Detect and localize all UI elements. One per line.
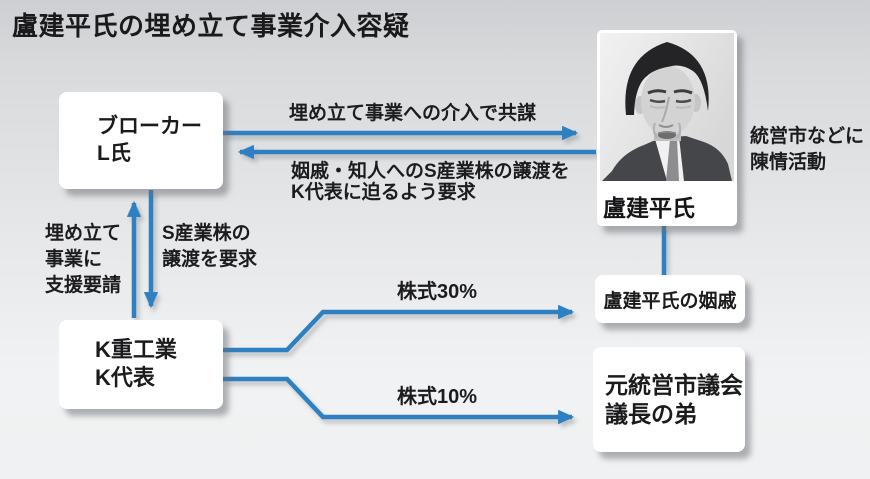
brother-box-line1: 元統営市議会 <box>605 371 743 398</box>
label-support-line2: 事業に <box>45 249 103 270</box>
relative-box-label: 盧建平氏の姻戚 <box>603 290 737 312</box>
ex-council-brother-box: 元統営市議会 議長の弟 <box>593 347 745 452</box>
k-box-label-line2: K代表 <box>95 365 155 390</box>
broker-label-line2: L氏 <box>97 142 131 165</box>
portrait-card: 盧建平氏 <box>597 30 737 226</box>
label-demand-line2: K代表に迫るよう要求 <box>291 182 476 203</box>
brother-box-line2: 議長の弟 <box>605 400 697 427</box>
label-support-request: 埋め立て 事業に 支援要請 <box>45 221 121 299</box>
broker-box: ブローカー L氏 <box>59 92 223 189</box>
label-demand-transfer: 姻戚・知人へのS産業株の譲渡を K代表に迫るよう要求 <box>291 161 570 203</box>
label-petition-activity: 統営市などに 陳情活動 <box>750 124 864 176</box>
label-stock-30: 株式30% <box>396 281 478 303</box>
k-box-label-line1: K重工業 <box>95 337 177 362</box>
portrait-photo <box>600 33 734 181</box>
label-share-demand: S産業株の 譲渡を要求 <box>162 221 257 273</box>
label-share-demand-line1: S産業株の <box>162 223 251 244</box>
broker-label-line1: ブローカー <box>97 115 202 138</box>
label-support-line1: 埋め立て <box>45 223 122 244</box>
label-petition-line2: 陳情活動 <box>750 152 827 173</box>
arrow-stock-30 <box>223 304 575 353</box>
label-petition-line1: 統営市などに <box>750 126 865 147</box>
relative-box: 盧建平氏の姻戚 <box>595 275 745 323</box>
label-conspiracy: 埋め立て事業への介入で共謀 <box>289 103 537 124</box>
page-title: 盧建平氏の埋め立て事業介入容疑 <box>12 11 410 41</box>
k-heavy-industry-box: K重工業 K代表 <box>59 320 223 409</box>
label-share-demand-line2: 譲渡を要求 <box>162 249 258 270</box>
arrow-stock-10 <box>223 376 575 425</box>
label-demand-line1: 姻戚・知人へのS産業株の譲渡を <box>291 161 570 182</box>
portrait-caption: 盧建平氏 <box>603 195 695 221</box>
label-support-line3: 支援要請 <box>45 275 122 296</box>
label-stock-10: 株式10% <box>396 386 478 408</box>
